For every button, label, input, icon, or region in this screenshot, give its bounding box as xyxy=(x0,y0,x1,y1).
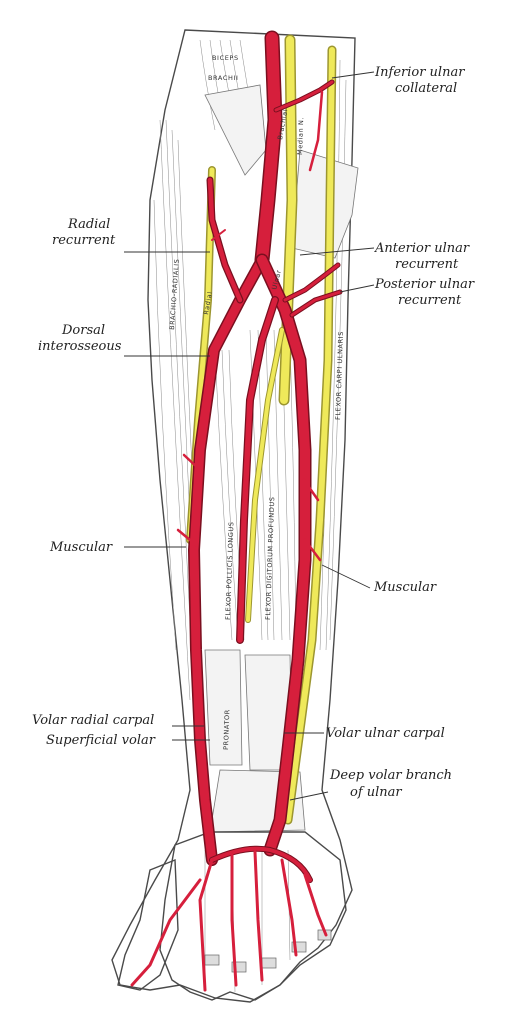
leader-anterior-ulnar-recurrent xyxy=(299,247,375,256)
common-interosseous-artery xyxy=(236,296,279,644)
inferior-ulnar-collateral-artery xyxy=(273,79,335,172)
ulnar-nerve xyxy=(283,45,337,825)
label-dorsal-interosseous-line1: Dorsal xyxy=(61,323,105,338)
label-muscular-right: Muscular xyxy=(373,580,437,595)
palmar-arch xyxy=(130,845,328,992)
label-radial-recurrent-line2: recurrent xyxy=(52,233,116,248)
label-muscular-left: Muscular xyxy=(49,540,113,555)
label-anterior-ulnar-recurrent-line2: recurrent xyxy=(395,257,459,272)
leader-posterior-ulnar-recurrent xyxy=(339,284,375,293)
label-radial-recurrent-line1: Radial xyxy=(67,217,110,232)
flexor-pollicis-longus-label: FLEXOR POLLICIS LONGUS xyxy=(224,521,235,620)
leader-inferior-ulnar-collateral xyxy=(331,71,375,79)
muscular-branches xyxy=(176,229,322,562)
radial-artery-label: Radial xyxy=(202,291,214,316)
label-volar-radial-carpal: Volar radial carpal xyxy=(32,713,154,728)
brachial-artery xyxy=(254,30,283,268)
forearm-silhouette xyxy=(111,29,356,1003)
biceps-label: BICEPS xyxy=(212,54,239,62)
flexor-carpi-ulnaris-label: FLEXOR CARPI ULNARIS xyxy=(334,331,345,420)
ulnar-recurrent-arteries xyxy=(282,262,343,318)
biceps-tendon xyxy=(204,84,359,259)
label-superficial-volar: Superficial volar xyxy=(46,733,156,748)
leader-lines xyxy=(124,71,375,801)
label-anterior-ulnar-recurrent-line1: Anterior ulnar xyxy=(374,241,470,256)
ulnar-artery xyxy=(255,253,312,857)
leader-muscular-right xyxy=(321,564,371,589)
median-nerve-label: Median N. xyxy=(296,117,305,155)
radial-recurrent-artery xyxy=(206,176,244,304)
label-deep-volar-branch-line1: Deep volar branch xyxy=(329,768,452,783)
brachioradialis-label: BRACHIO-RADIALIS xyxy=(168,258,181,330)
label-posterior-ulnar-recurrent-line2: recurrent xyxy=(398,293,462,308)
label-dorsal-interosseous-line2: interosseous xyxy=(38,339,122,354)
label-inferior-ulnar-collateral-line1: Inferior ulnar xyxy=(374,65,465,80)
brachii-label: BRACHII xyxy=(208,74,239,82)
label-posterior-ulnar-recurrent-line1: Posterior ulnar xyxy=(374,277,475,292)
callout-labels: Inferior ulnar collateral Radial recurre… xyxy=(32,65,475,800)
radial-artery xyxy=(188,254,268,866)
median-nerve xyxy=(278,34,298,406)
label-inferior-ulnar-collateral-line2: collateral xyxy=(395,81,457,96)
leader-deep-volar-branch xyxy=(289,791,329,801)
pronator-label: PRONATOR xyxy=(222,709,231,750)
arteries xyxy=(130,30,343,992)
label-volar-ulnar-carpal: Volar ulnar carpal xyxy=(326,726,445,741)
flexor-digitorum-profundus-label: FLEXOR DIGITORUM PROFUNDUS xyxy=(264,496,276,620)
median-nerve-lower xyxy=(245,327,285,623)
label-deep-volar-branch-line2: of ulnar xyxy=(350,785,402,800)
